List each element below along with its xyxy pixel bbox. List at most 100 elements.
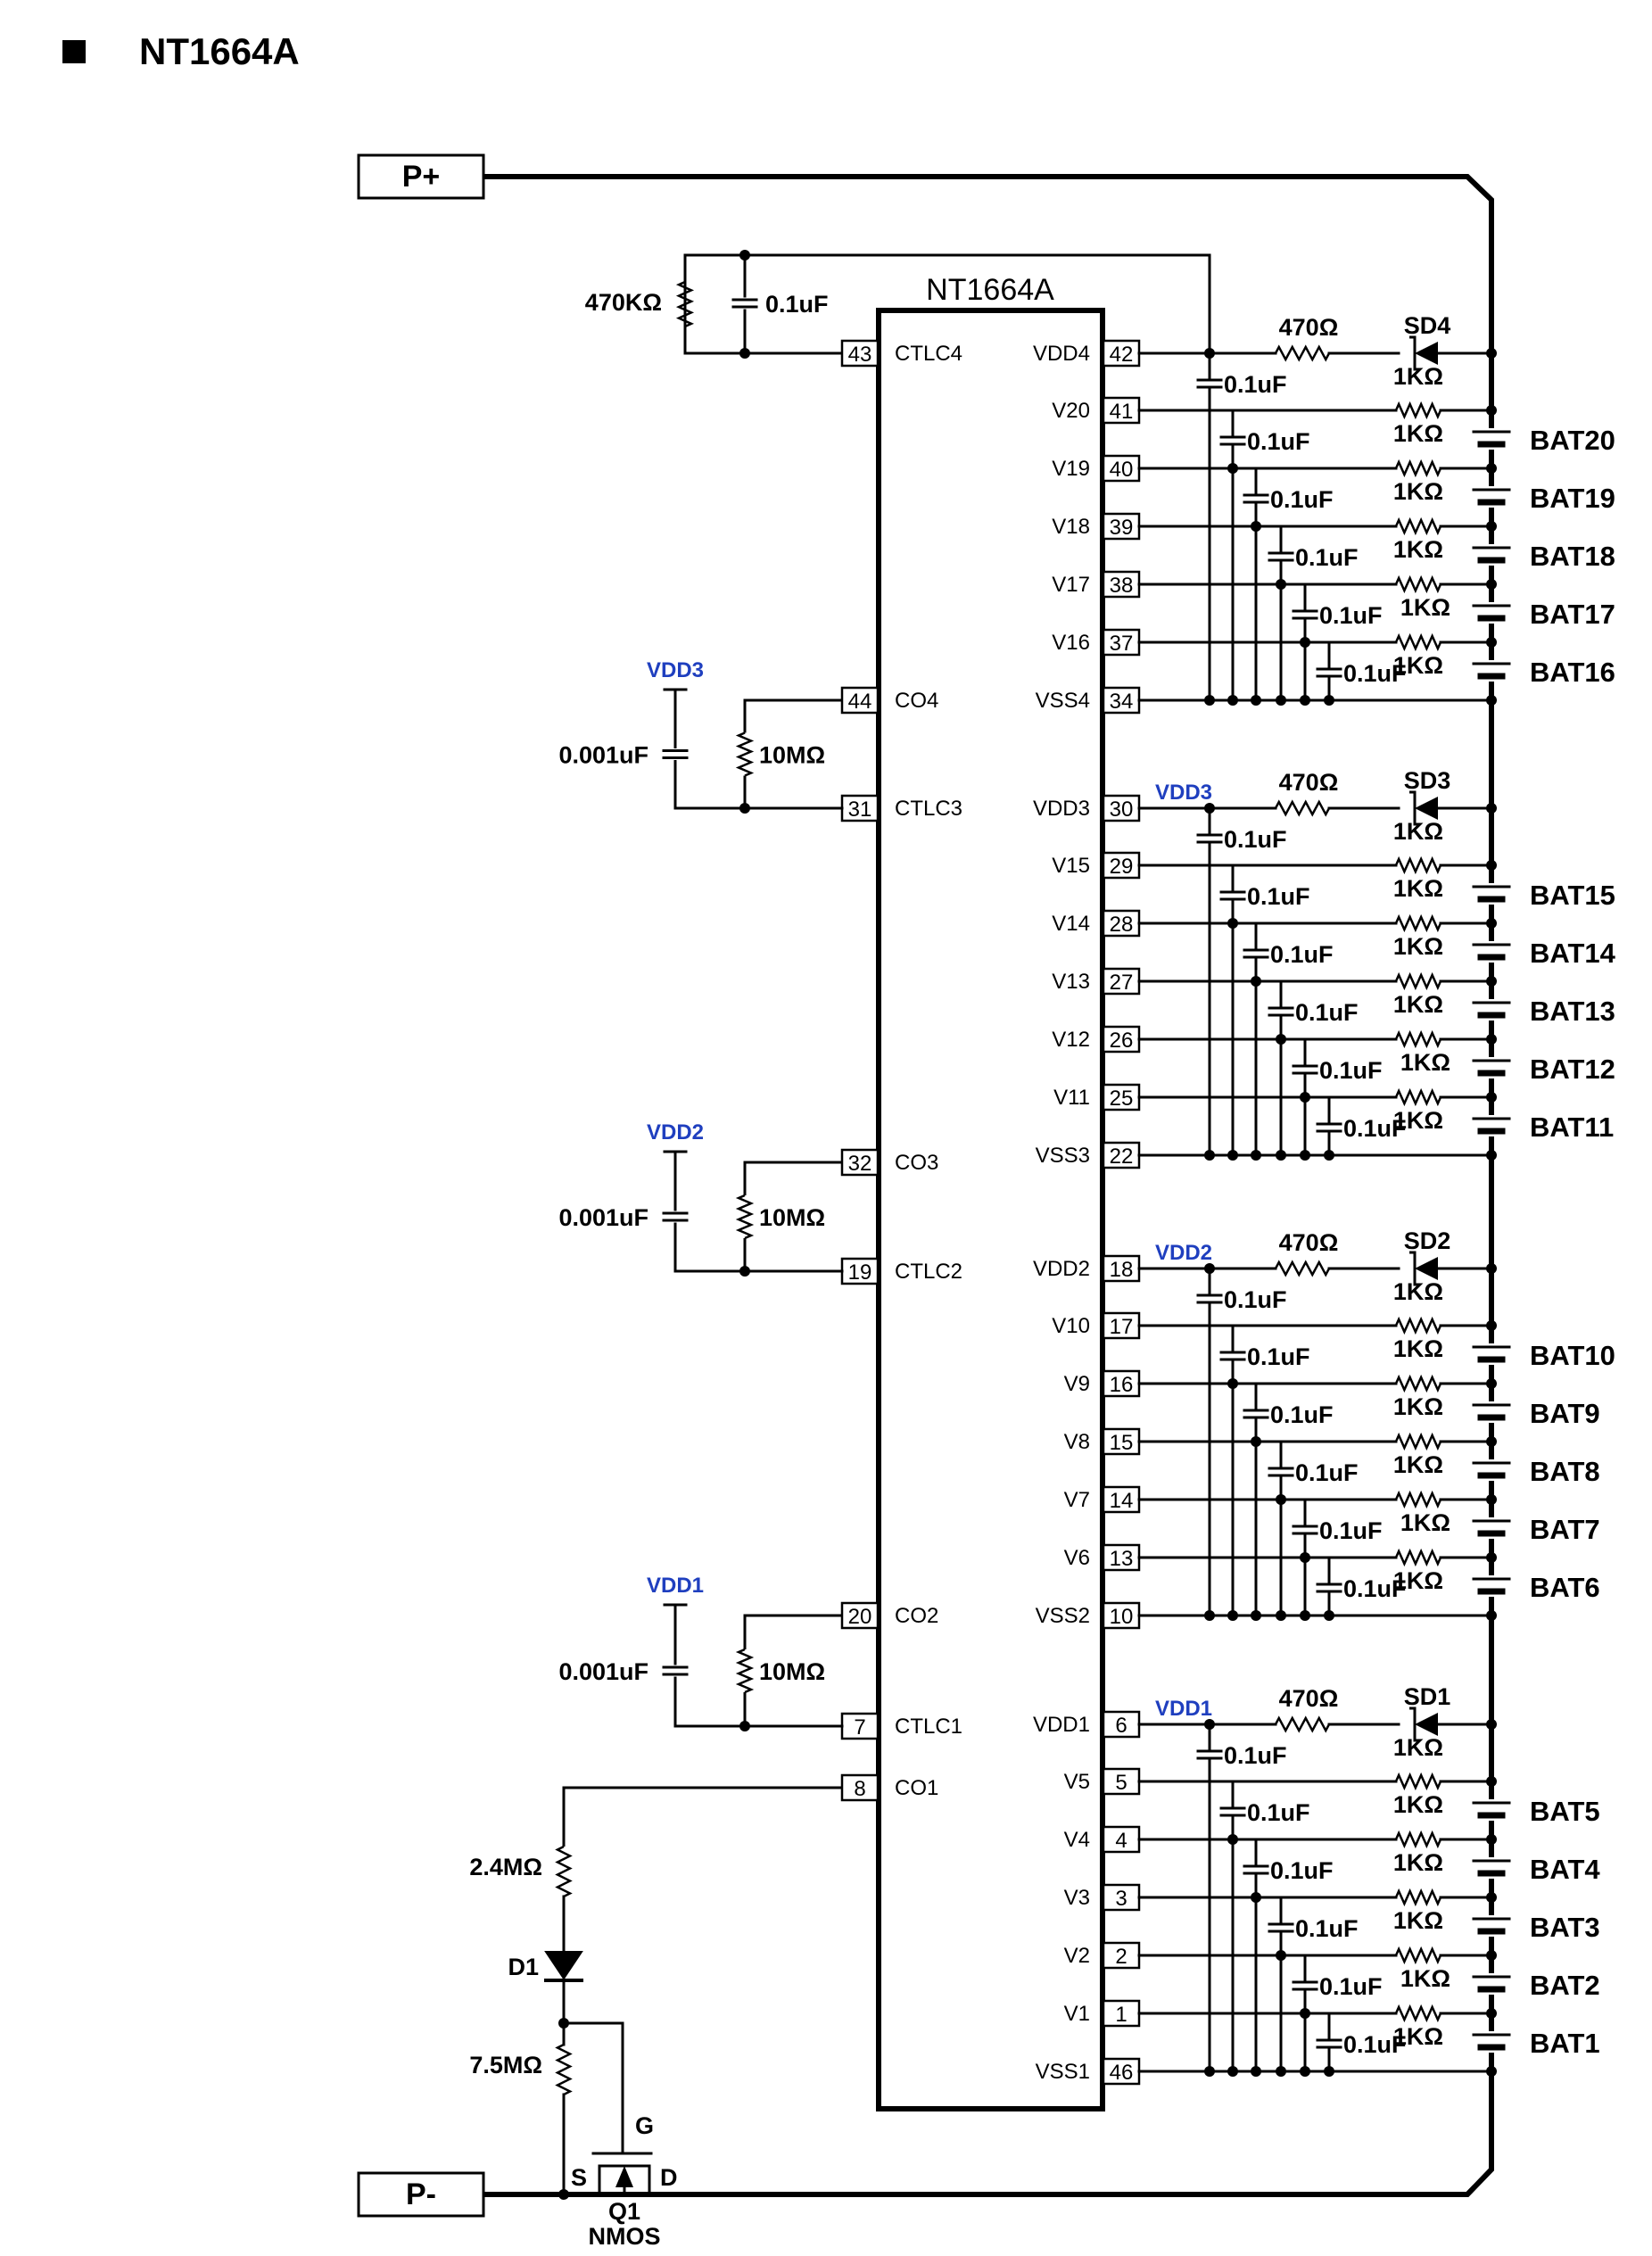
pin-label: V19 <box>1052 457 1090 481</box>
cell-resistor <box>1394 1830 1442 1849</box>
pin-box-right <box>1102 1941 1141 1970</box>
cell-resistor <box>1394 459 1442 478</box>
junction-dot <box>739 348 750 359</box>
pin-label: V7 <box>1064 1488 1090 1512</box>
pin-label: V13 <box>1052 970 1090 994</box>
pin-number: 46 <box>1110 2061 1134 2085</box>
cell-resistor-label: 1KΩ <box>1393 818 1443 845</box>
battery-label: BAT2 <box>1530 1970 1600 2001</box>
filter-capacitor-label: 0.1uF <box>1270 941 1334 968</box>
gate-resistor-2 <box>555 2043 573 2096</box>
junction-dot <box>1227 695 1238 706</box>
filter-capacitor-label: 0.1uF <box>1295 1459 1359 1486</box>
filter-capacitor-label: 0.1uF <box>1224 371 1287 398</box>
battery-gap <box>1488 428 1495 450</box>
pin-box-left <box>840 794 880 822</box>
filter-capacitor-label: 0.1uF <box>1343 1575 1407 1602</box>
junction-dot <box>1276 1150 1286 1161</box>
divider-resistor <box>735 731 755 777</box>
pin-number: 17 <box>1110 1315 1134 1339</box>
ic-name-label: NT1664A <box>926 273 1054 307</box>
vdd-resistor-label: 470Ω <box>1279 314 1339 341</box>
vdd-net-label: VDD2 <box>1155 1241 1212 1265</box>
pin-box-right <box>1102 1485 1141 1514</box>
battery-label: BAT1 <box>1530 2028 1600 2059</box>
junction-dot <box>1300 1610 1310 1621</box>
battery-gap <box>1488 486 1495 508</box>
diode-d1 <box>544 1951 583 1980</box>
vdd-net-label: VDD3 <box>1155 781 1212 805</box>
cell-resistor-label: 1KΩ <box>1400 1509 1450 1536</box>
filter-capacitor-label: 0.1uF <box>1224 1286 1287 1313</box>
vdd-resistor <box>1274 1715 1331 1733</box>
schottky-diode <box>1415 1713 1438 1736</box>
junction-dot <box>1486 918 1497 929</box>
title-bullet <box>62 40 86 63</box>
cell-resistor-label: 1KΩ <box>1393 652 1443 679</box>
divider-capacitor-label: 0.001uF <box>558 1204 648 1231</box>
battery-gap <box>1488 883 1495 905</box>
pin-label: V8 <box>1064 1430 1090 1454</box>
pin-number: 16 <box>1110 1373 1134 1397</box>
pin-number: 44 <box>848 690 872 714</box>
filter-capacitor-label: 0.1uF <box>1295 1915 1359 1942</box>
pin-box-right <box>1102 1025 1141 1054</box>
nmos-arrow <box>615 2166 633 2187</box>
battery-label: BAT13 <box>1530 996 1615 1027</box>
pin-label: V16 <box>1052 631 1090 655</box>
page-title: NT1664A <box>139 30 300 72</box>
junction-dot <box>1204 2066 1215 2077</box>
junction-dot <box>1227 1150 1238 1161</box>
battery-label: BAT3 <box>1530 1912 1600 1943</box>
pin-label: CO4 <box>895 689 938 713</box>
p-minus-label: P- <box>406 2177 436 2211</box>
battery-gap <box>1488 1575 1495 1597</box>
junction-dot <box>1276 2066 1286 2077</box>
pin-label: VSS4 <box>1036 689 1090 713</box>
junction-dot <box>1486 637 1497 648</box>
pin-box-left <box>840 1257 880 1285</box>
cell-resistor <box>1394 516 1442 536</box>
gate-resistor-1-label: 2.4MΩ <box>469 1854 542 1880</box>
battery-gap <box>1488 1057 1495 1078</box>
battery-gap <box>1488 1517 1495 1539</box>
divider-resistor <box>735 1194 755 1240</box>
pin-number: 14 <box>1110 1489 1134 1513</box>
junction-dot <box>1324 695 1334 706</box>
pin-number: 29 <box>1110 855 1134 879</box>
battery-gap <box>1488 660 1495 682</box>
vdd-net-label: VDD1 <box>647 1574 704 1598</box>
junction-dot <box>1486 1494 1497 1505</box>
cell-resistor-label: 1KΩ <box>1393 1791 1443 1818</box>
battery-label: BAT12 <box>1530 1054 1615 1085</box>
pin-box-right <box>1102 1767 1141 1796</box>
cell-resistor <box>1394 1374 1442 1393</box>
vdd-resistor <box>1274 1260 1331 1277</box>
junction-dot <box>1486 1436 1497 1447</box>
junction-dot <box>1251 2066 1261 2077</box>
schottky-diode-label: SD4 <box>1404 312 1451 339</box>
battery-label: BAT7 <box>1530 1514 1600 1545</box>
pin-number: 40 <box>1110 458 1134 482</box>
ctlc4-resistor <box>675 280 695 328</box>
filter-capacitor-label: 0.1uF <box>1247 883 1310 910</box>
battery-label: BAT8 <box>1530 1456 1600 1487</box>
junction-dot <box>1486 2008 1497 2019</box>
schottky-diode <box>1409 335 1420 371</box>
pin-label: V6 <box>1064 1546 1090 1570</box>
pin-number: 20 <box>848 1605 872 1629</box>
vdd-resistor-label: 470Ω <box>1279 769 1339 796</box>
junction-dot <box>1486 860 1497 871</box>
battery-gap <box>1488 1459 1495 1481</box>
vdd-resistor-label: 470Ω <box>1279 1229 1339 1256</box>
pin-label: CTLC1 <box>895 1715 962 1739</box>
cell-resistor <box>1394 1432 1442 1451</box>
junction-dot <box>1486 1950 1497 1961</box>
junction-dot <box>1486 579 1497 590</box>
junction-dot <box>1227 2066 1238 2077</box>
junction-dot <box>1486 976 1497 987</box>
cell-resistor <box>1394 855 1442 875</box>
junction-dot <box>1486 1150 1497 1161</box>
battery-label: BAT19 <box>1530 483 1615 514</box>
cell-resistor <box>1394 1087 1442 1107</box>
